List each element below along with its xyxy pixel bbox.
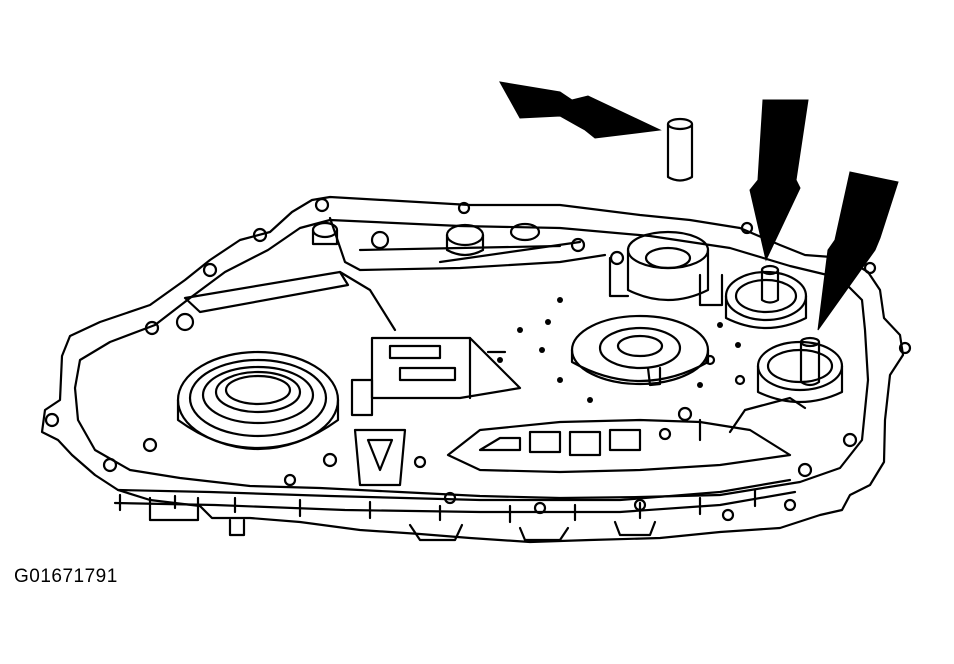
bolt-holes — [44, 197, 912, 522]
inner-flange — [73, 218, 870, 500]
arrow-icon — [817, 171, 899, 331]
figure-id-label: G01671791 — [14, 566, 118, 587]
lower-valve-channel — [446, 418, 792, 474]
dowel-pin-installed-lower — [799, 336, 821, 387]
dowel-pin-installed-upper — [760, 264, 780, 304]
seal-bore-center — [570, 314, 710, 386]
arrow-icon — [749, 99, 809, 262]
arrow-icon — [499, 81, 662, 139]
dowel-pin-loose — [666, 117, 694, 182]
bottom-rail — [116, 478, 792, 502]
